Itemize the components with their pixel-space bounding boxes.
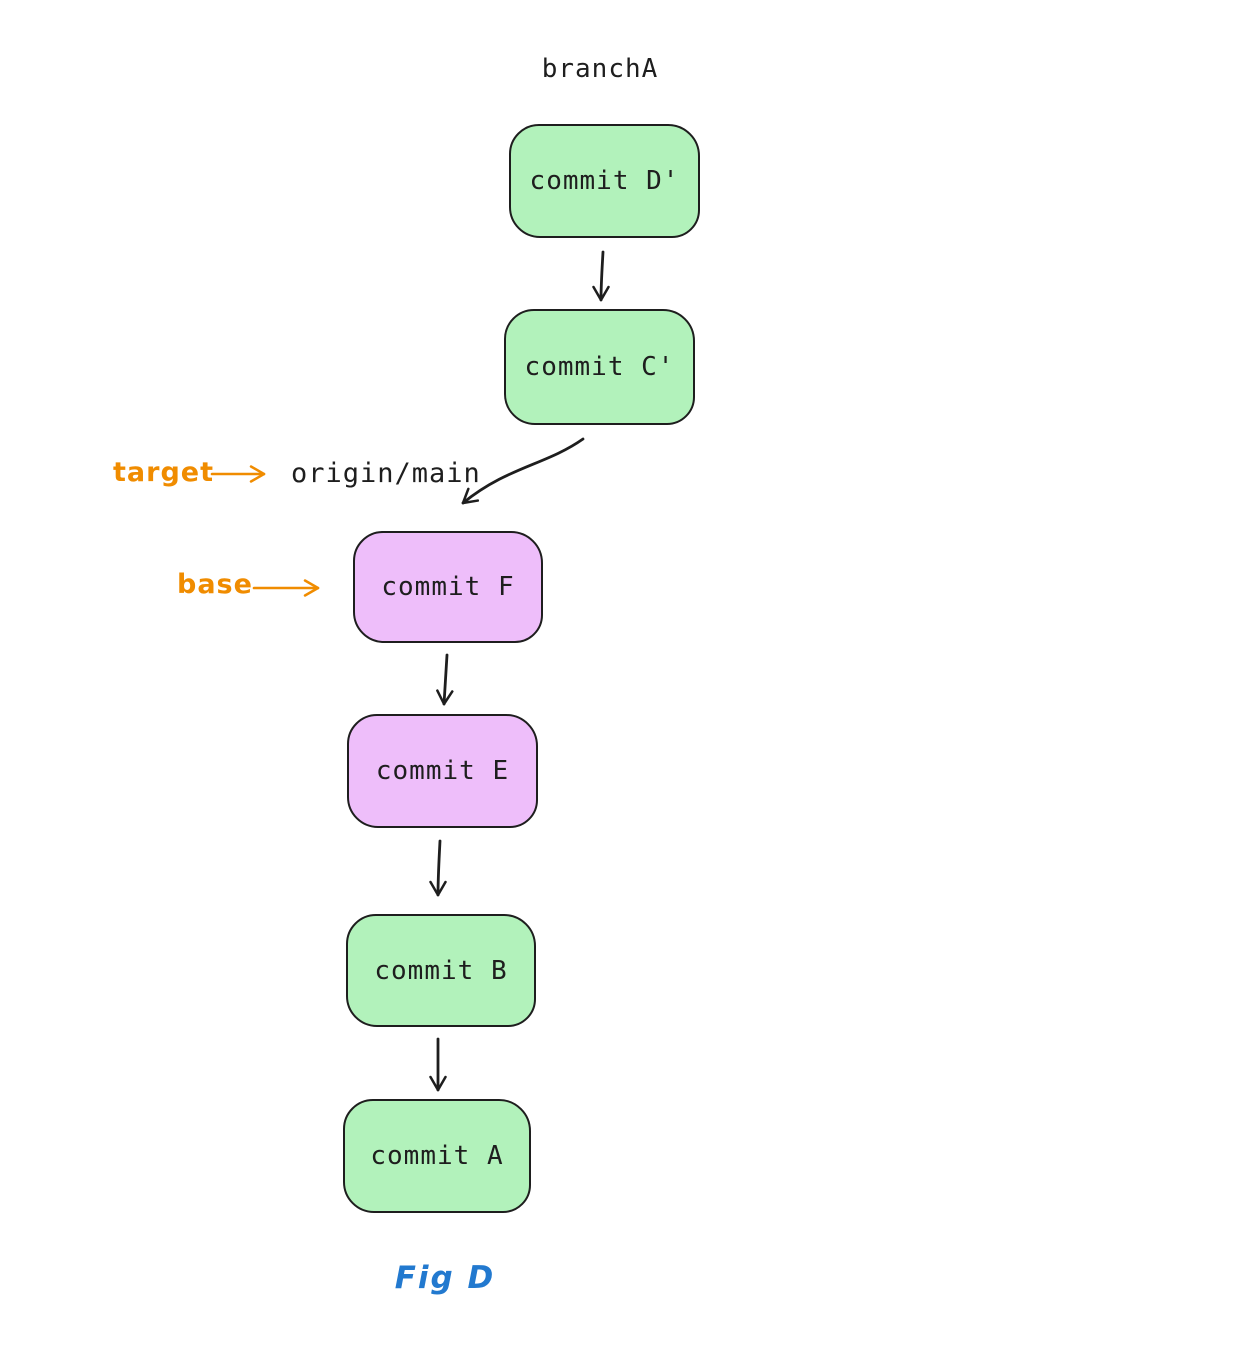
commit-node-c-prime: commit C' [504,309,695,425]
base-annotation-label: base [177,569,253,600]
commit-node-a: commit A [343,1099,531,1213]
edge-dprime-to-cprime [592,250,610,302]
commit-node-b: commit B [346,914,536,1027]
commit-node-label: commit C' [524,352,675,382]
commit-node-f: commit F [353,531,543,643]
commit-node-label: commit E [375,756,510,786]
edge-cprime-to-f [461,437,585,505]
target-annotation-label: target [113,457,214,488]
commit-node-label: commit F [381,572,515,602]
commit-node-e: commit E [347,714,538,828]
commit-node-d-prime: commit D' [509,124,700,238]
figure-caption: Fig D [394,1260,496,1296]
edge-f-to-e [436,653,454,706]
commit-node-label: commit B [374,955,508,986]
branch-label: branchA [541,54,659,84]
edge-e-to-b [429,839,447,897]
origin-main-ref-label: origin/main [291,458,481,489]
commit-node-label: commit D' [529,166,680,196]
commit-node-label: commit A [370,1141,504,1171]
